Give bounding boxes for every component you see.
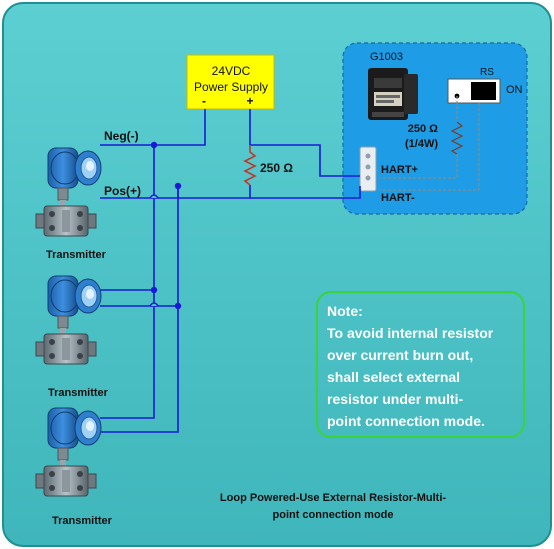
power-supply-plus: +	[246, 94, 253, 108]
transmitter-2: Transmitter	[35, 275, 109, 399]
pos-wire-label: Pos(+)	[104, 184, 141, 198]
loop-wiring	[100, 109, 361, 433]
hart-minus-label: HART-	[381, 192, 415, 204]
external-resistor-value: 250 Ω	[260, 161, 293, 175]
note-line: To avoid internal resistor	[327, 325, 494, 341]
diagram-caption-line-1: Loop Powered-Use External Resistor-Multi…	[220, 492, 446, 504]
module-model-label: G1003	[370, 51, 403, 63]
internal-resistor-rating: (1/4W)	[405, 138, 438, 150]
note-line: resistor under multi-	[327, 391, 463, 407]
internal-resistor-icon	[450, 121, 464, 155]
hart-terminal-block	[359, 146, 377, 192]
neg-wire-label: Neg(-)	[104, 129, 139, 143]
external-resistor: 250 Ω	[243, 145, 293, 186]
power-supply-minus: -	[202, 94, 206, 108]
note-line: over current burn out,	[327, 347, 473, 363]
transmitter-1: Transmitter	[35, 147, 107, 261]
rs-switch-state: ON	[506, 84, 523, 96]
power-supply: 24VDC Power Supply - +	[186, 54, 275, 110]
hart-module-panel: G1003 RS ON 250 Ω (1/4W)	[342, 42, 528, 215]
transmitter-label: Transmitter	[52, 515, 113, 527]
rs-switch-toggle	[471, 82, 496, 100]
transmitter-label: Transmitter	[46, 249, 107, 261]
transmitter-label: Transmitter	[48, 387, 109, 399]
wire-junctions	[150, 141, 182, 310]
diagram-caption-line-2: point connection mode	[273, 509, 394, 521]
note-box: Note: To avoid internal resistor over cu…	[316, 291, 525, 438]
g1003-device-icon	[368, 68, 418, 120]
external-resistor-icon	[243, 145, 257, 186]
internal-resistor-value: 250 Ω	[408, 123, 438, 135]
note-line: shall select external	[327, 369, 460, 385]
power-supply-voltage: 24VDC	[212, 64, 251, 78]
transmitter-3: Transmitter	[35, 407, 113, 527]
note-line: point connection mode.	[327, 413, 485, 429]
hart-plus-label: HART+	[381, 164, 418, 176]
rs-switch-label: RS	[480, 67, 494, 78]
power-supply-title: Power Supply	[194, 80, 268, 94]
wire-crossings	[149, 194, 159, 307]
note-title: Note:	[327, 303, 363, 319]
